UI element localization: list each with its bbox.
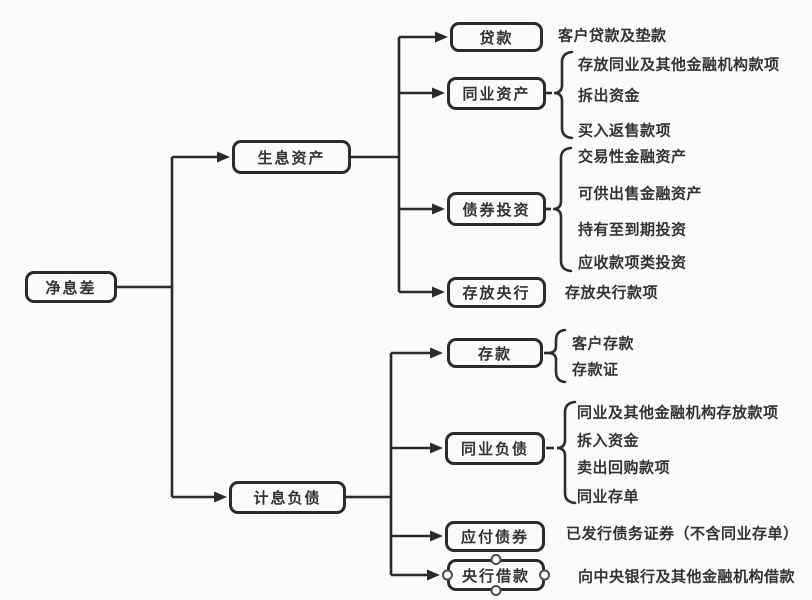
leaf-label[interactable]: 同业存单 (577, 487, 640, 506)
arrowhead-icon (430, 530, 443, 542)
node-label: 存款 (477, 344, 512, 363)
leaf-label[interactable]: 客户存款 (572, 334, 635, 353)
node-label: 净息差 (45, 278, 97, 297)
arrowhead-icon (427, 569, 440, 581)
node-deposits-with-central-bank[interactable]: 存放央行 (447, 277, 546, 308)
brace-deposits (544, 328, 567, 384)
node-interbank-liabilities[interactable]: 同业负债 (445, 432, 545, 465)
leaf-label[interactable]: 应收款项类投资 (578, 253, 687, 272)
brace-bond-investments (546, 146, 573, 273)
leaf-label[interactable]: 拆入资金 (577, 431, 640, 450)
leaf-label[interactable]: 向中央银行及其他金融机构借款 (578, 567, 796, 586)
arrowhead-icon (432, 203, 445, 215)
node-central-bank-borrowings[interactable]: 央行借款 (447, 559, 545, 591)
arrowhead-icon (435, 31, 448, 43)
leaf-label[interactable]: 持有至到期投资 (578, 220, 687, 239)
node-label: 央行借款 (461, 566, 530, 585)
node-label: 贷款 (479, 28, 514, 47)
assets-connectors (351, 31, 448, 298)
brace-interbank-assets (546, 50, 574, 140)
node-label: 债券投资 (462, 200, 531, 219)
leaf-label[interactable]: 交易性金融资产 (578, 147, 687, 166)
leaf-label[interactable]: 买入返售款项 (578, 121, 672, 140)
leaf-label[interactable]: 存放同业及其他金融机构款项 (578, 55, 780, 74)
leaf-label[interactable]: 存放央行款项 (565, 283, 659, 302)
root-connectors (117, 151, 230, 503)
leaf-label[interactable]: 同业及其他金融机构存放款项 (577, 403, 779, 422)
node-label: 应付债券 (460, 528, 529, 546)
leaf-label[interactable]: 存款证 (572, 360, 619, 379)
node-label: 同业负债 (460, 440, 529, 458)
brace-interbank-liabilities (546, 400, 577, 505)
node-label: 存放央行 (462, 284, 531, 302)
node-interest-earning-assets[interactable]: 生息资产 (232, 140, 351, 174)
leaf-label[interactable]: 卖出回购款项 (577, 458, 671, 477)
leaf-label[interactable]: 已发行债务证券（不含同业存单） (566, 524, 799, 543)
node-deposits[interactable]: 存款 (447, 338, 543, 368)
leaf-label[interactable]: 可供出售金融资产 (578, 184, 703, 203)
liabilities-connectors (346, 347, 443, 581)
node-interest-bearing-liabilities[interactable]: 计息负债 (229, 481, 346, 514)
node-label: 计息负债 (253, 489, 322, 507)
arrowhead-icon (214, 491, 227, 503)
leaf-label[interactable]: 拆出资金 (578, 86, 641, 105)
arrowhead-icon (432, 87, 445, 99)
node-interbank-assets[interactable]: 同业资产 (447, 77, 546, 110)
arrowhead-icon (430, 347, 443, 359)
node-bonds-payable[interactable]: 应付债券 (445, 521, 545, 552)
node-label: 生息资产 (257, 148, 326, 167)
arrowhead-icon (217, 151, 230, 163)
arrowhead-icon (432, 286, 445, 298)
leaf-label[interactable]: 客户贷款及垫款 (558, 26, 667, 45)
node-bond-investments[interactable]: 债券投资 (447, 192, 546, 226)
arrowhead-icon (430, 442, 443, 454)
node-label: 同业资产 (462, 85, 531, 103)
node-net-interest-margin[interactable]: 净息差 (25, 271, 117, 303)
node-loans[interactable]: 贷款 (450, 22, 543, 52)
